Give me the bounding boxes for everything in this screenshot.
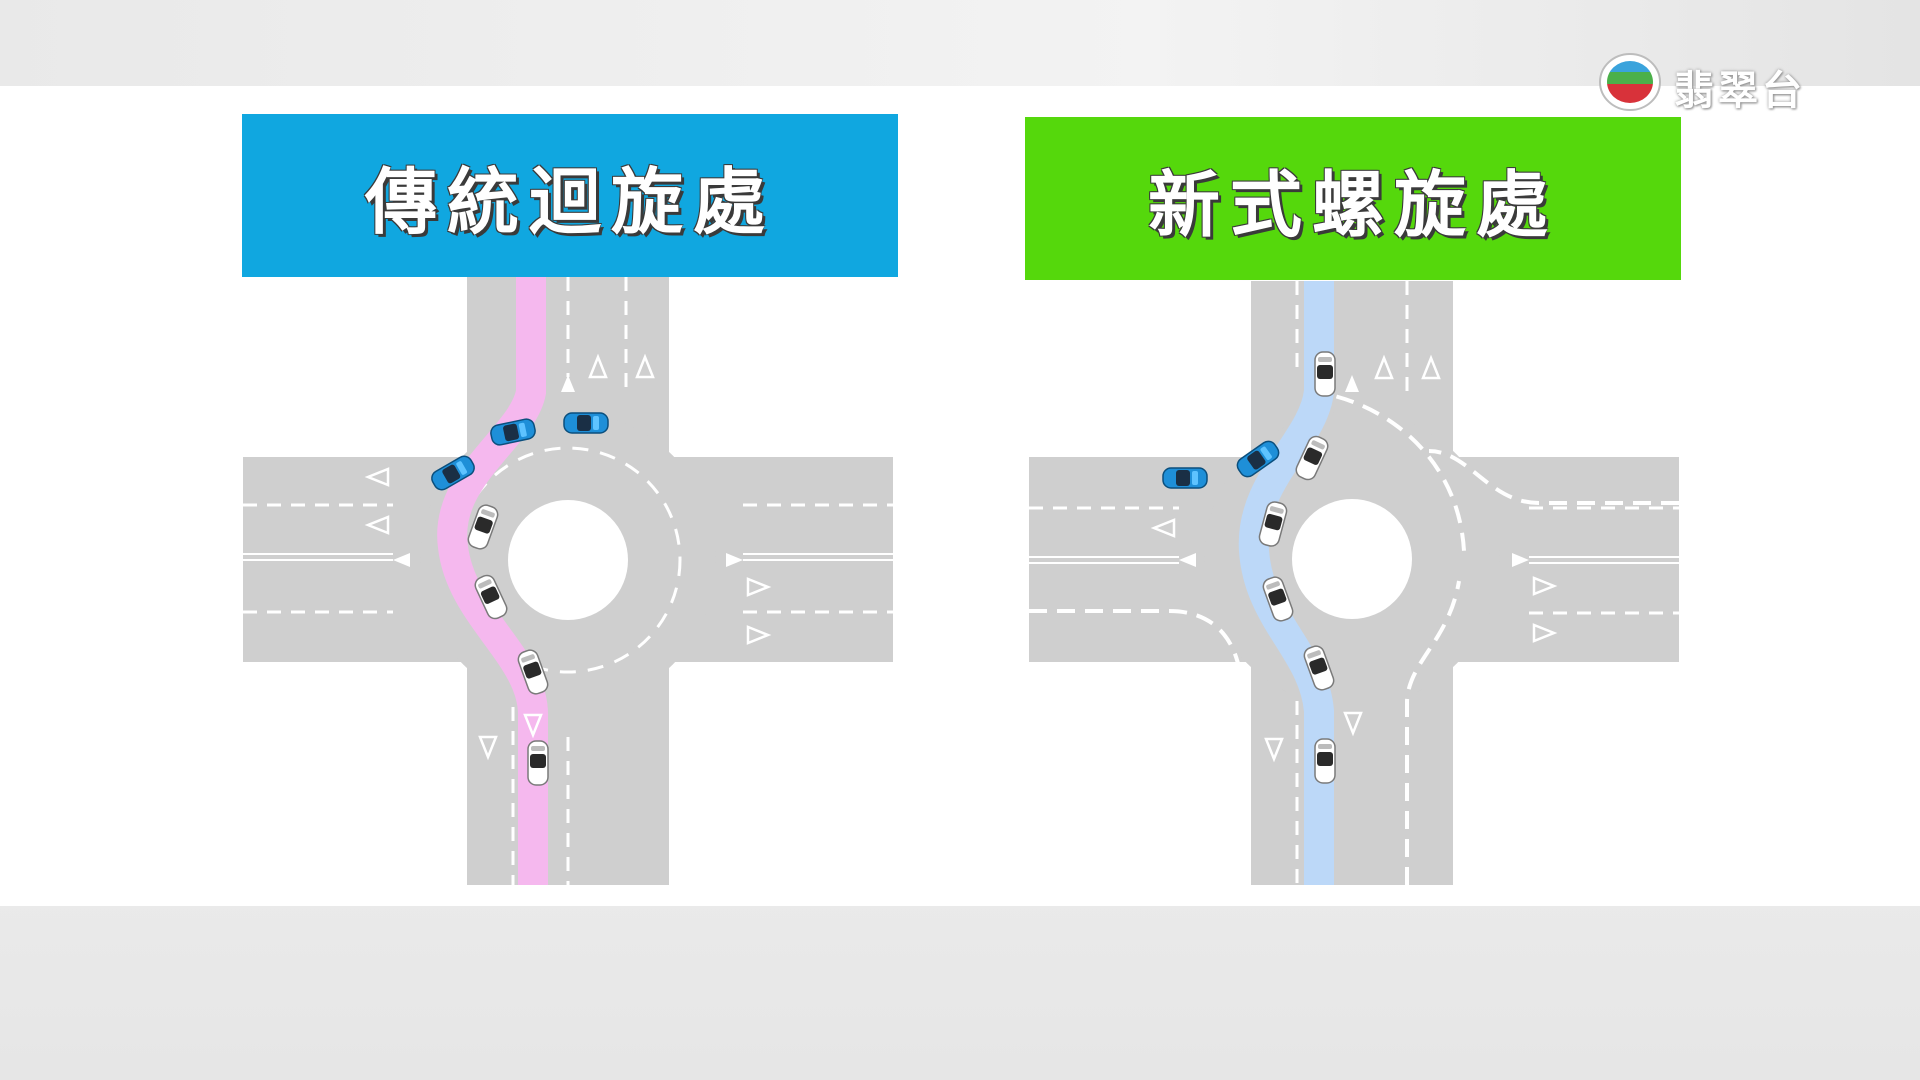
title-banner-spiral: 新式螺旋處	[1025, 117, 1681, 280]
channel-name: 翡翠台	[1674, 68, 1806, 114]
car-icon	[527, 740, 549, 786]
central-island	[508, 500, 628, 620]
spiral-roundabout-diagram	[1029, 281, 1679, 885]
car-icon	[1314, 351, 1336, 397]
title-spiral-roundabout: 新式螺旋處	[1147, 162, 1558, 247]
lane-markings	[1029, 281, 1679, 885]
lane-arrow-icon	[1345, 375, 1359, 392]
channel-logo: 翡翠台	[1598, 52, 1830, 114]
title-traditional-roundabout: 傳統迴旋處	[364, 159, 775, 244]
car-icon	[1162, 467, 1208, 489]
lane-arrow-icon	[393, 553, 410, 567]
lane-arrow-icon	[726, 553, 743, 567]
lane-arrow-icon	[1179, 553, 1196, 567]
lane-markings	[243, 277, 893, 885]
lane-arrow-icon	[1512, 553, 1529, 567]
tvb-logo-icon	[1599, 53, 1661, 111]
lane-arrows	[1179, 375, 1529, 567]
vehicle-path-highlight	[1238, 281, 1334, 885]
title-banner-traditional: 傳統迴旋處	[242, 114, 898, 277]
top-band	[0, 0, 1920, 86]
traditional-roundabout-diagram	[243, 277, 893, 885]
lane-arrow-icon	[561, 375, 575, 392]
car-icon	[563, 412, 609, 434]
car-icon	[1314, 738, 1336, 784]
lane-arrows	[393, 375, 743, 567]
central-island	[1292, 499, 1412, 619]
